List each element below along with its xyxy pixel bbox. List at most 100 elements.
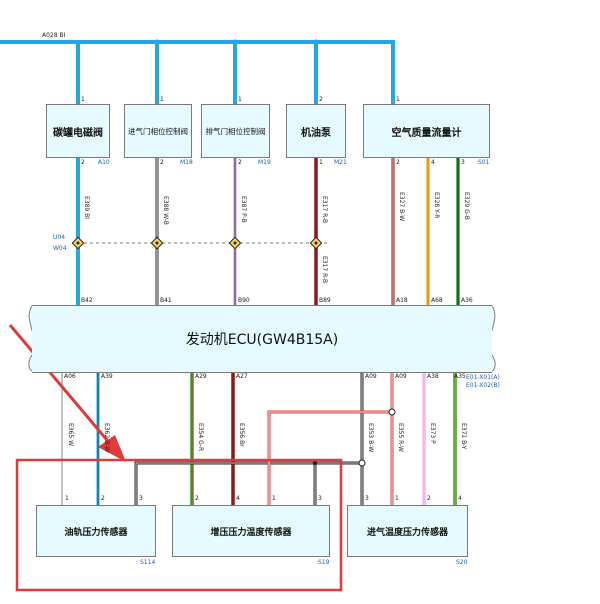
connector-label: U04	[53, 234, 66, 241]
component-id: M19	[258, 159, 271, 166]
pin-number: 1	[238, 96, 242, 103]
oil-pump-label: 机油泵	[301, 127, 331, 139]
intake-cam-valve-box: 进气门相位控制阀	[124, 104, 192, 158]
ecu-pin: B90	[238, 297, 250, 304]
ecu-pin: A38	[427, 373, 439, 380]
component-id: A10	[98, 159, 110, 166]
connector-diamond	[150, 236, 164, 250]
ecu-pin: A29	[195, 373, 207, 380]
component-id: M21	[334, 159, 347, 166]
wire-code: E356 Br	[238, 423, 245, 447]
component-id: M18	[180, 159, 193, 166]
pin-number: 2	[319, 96, 323, 103]
ecu-pin: B89	[319, 297, 331, 304]
ecu-pin: B42	[81, 297, 93, 304]
maf-meter-box: 空气质量流量计	[363, 104, 490, 158]
canister-valve-box: 碳罐电磁阀	[46, 104, 110, 158]
ecu-pin: A36	[461, 297, 473, 304]
splice	[312, 460, 318, 466]
ecu-pin: A27	[236, 373, 248, 380]
pin-number: 3	[318, 495, 322, 502]
bus-junction	[154, 39, 160, 45]
pin-number: 1	[319, 159, 323, 166]
bus-label: A028 BI	[42, 32, 66, 39]
ecu-connector-label: E01-X01(A)	[466, 374, 500, 381]
ecu-pin: A09	[365, 373, 377, 380]
connector-diamond	[309, 236, 323, 250]
bus-junction	[313, 39, 319, 45]
connector-diamond	[71, 236, 85, 250]
exhaust-cam-valve-box: 排气门相位控制阀	[201, 104, 270, 158]
boost-sensor-box: 增压压力温度传感器	[172, 505, 330, 557]
ecu-label: 发动机ECU(GW4B15A)	[185, 332, 339, 348]
wire-code: E388 W-B	[162, 196, 169, 225]
component-id: S20	[456, 559, 468, 566]
pin-number: 1	[81, 96, 85, 103]
wire-code: E365 W	[67, 423, 74, 447]
ecu-pin: A39	[101, 373, 113, 380]
component-id: S01	[478, 159, 490, 166]
pin-number: 1	[160, 96, 164, 103]
ecu-pin: A68	[431, 297, 443, 304]
pin-number: 2	[160, 159, 164, 166]
rail-pressure-sensor-box: 油轨压力传感器	[36, 505, 156, 557]
pin-number: 2	[427, 495, 431, 502]
pin-number: 1	[395, 495, 399, 502]
connector-label: W04	[53, 245, 67, 252]
pin-number: 4	[431, 159, 435, 166]
canister-valve-label: 碳罐电磁阀	[53, 127, 103, 139]
wire-code: E387 P-B	[240, 196, 247, 223]
intake-temp-sensor-box: 进气温度压力传感器	[347, 505, 468, 557]
wire-code: E327 B-W	[398, 192, 405, 222]
maf-meter-label: 空气质量流量计	[391, 127, 462, 139]
rail-pressure-sensor-label: 油轨压力传感器	[64, 527, 128, 538]
pin-number: 1	[272, 495, 276, 502]
annotation-arrow-shaft	[8, 324, 114, 447]
ecu-body: 发动机ECU(GW4B15A)	[32, 305, 492, 373]
annotation-arrow-head	[98, 435, 126, 462]
wire-ground-shared-stripe	[135, 462, 362, 505]
wire-code: E389 Bl	[83, 196, 90, 219]
ecu-connector-label: E01-X02(B)	[466, 382, 500, 389]
wire-code: E317 R-B	[321, 196, 328, 224]
wire-code: E373 P	[429, 423, 436, 444]
wire-code: E329 G-B	[463, 192, 470, 220]
intake-temp-sensor-label: 进气温度压力传感器	[366, 527, 448, 538]
pin-number: 3	[461, 159, 465, 166]
ecu-pin: A09	[395, 373, 407, 380]
component-id: S19	[318, 559, 330, 566]
wire-code: E371 B-Y	[460, 423, 467, 450]
pin-number: 1	[396, 96, 400, 103]
pin-number: 2	[81, 159, 85, 166]
splice	[388, 408, 396, 416]
pin-number: 2	[238, 159, 242, 166]
intake-cam-valve-label: 进气门相位控制阀	[128, 126, 188, 136]
oil-pump-box: 机油泵	[286, 104, 346, 158]
ecu-pin: A18	[396, 297, 408, 304]
exhaust-cam-valve-label: 排气门相位控制阀	[205, 126, 266, 136]
bus-junction	[232, 39, 238, 45]
wire-code: E353 B-W	[367, 423, 374, 453]
pin-number: 4	[236, 495, 240, 502]
component-id: S114	[140, 559, 156, 566]
wire-code: E362 B-W	[103, 423, 110, 453]
connector-diamond	[228, 236, 242, 250]
pin-number: 3	[365, 495, 369, 502]
wire-code: E354 G-R	[197, 423, 204, 452]
pin-number: 2	[101, 495, 105, 502]
pin-number: 3	[139, 495, 143, 502]
annotation-highlight-box	[15, 458, 343, 592]
wire-5v-shared-stripe	[268, 411, 392, 505]
ecu-pin: A06	[64, 373, 76, 380]
ecu-pin: B41	[160, 297, 172, 304]
wire-code: E328 Y-R	[433, 192, 440, 219]
pin-number: 1	[65, 495, 69, 502]
pin-number: 4	[458, 495, 462, 502]
wire-code: E355 R-W	[397, 423, 404, 452]
splice	[358, 459, 366, 467]
wire-ground-shared	[134, 461, 362, 505]
boost-sensor-label: 增压压力温度传感器	[210, 527, 292, 538]
pin-number: 2	[396, 159, 400, 166]
pin-number: 2	[195, 495, 199, 502]
